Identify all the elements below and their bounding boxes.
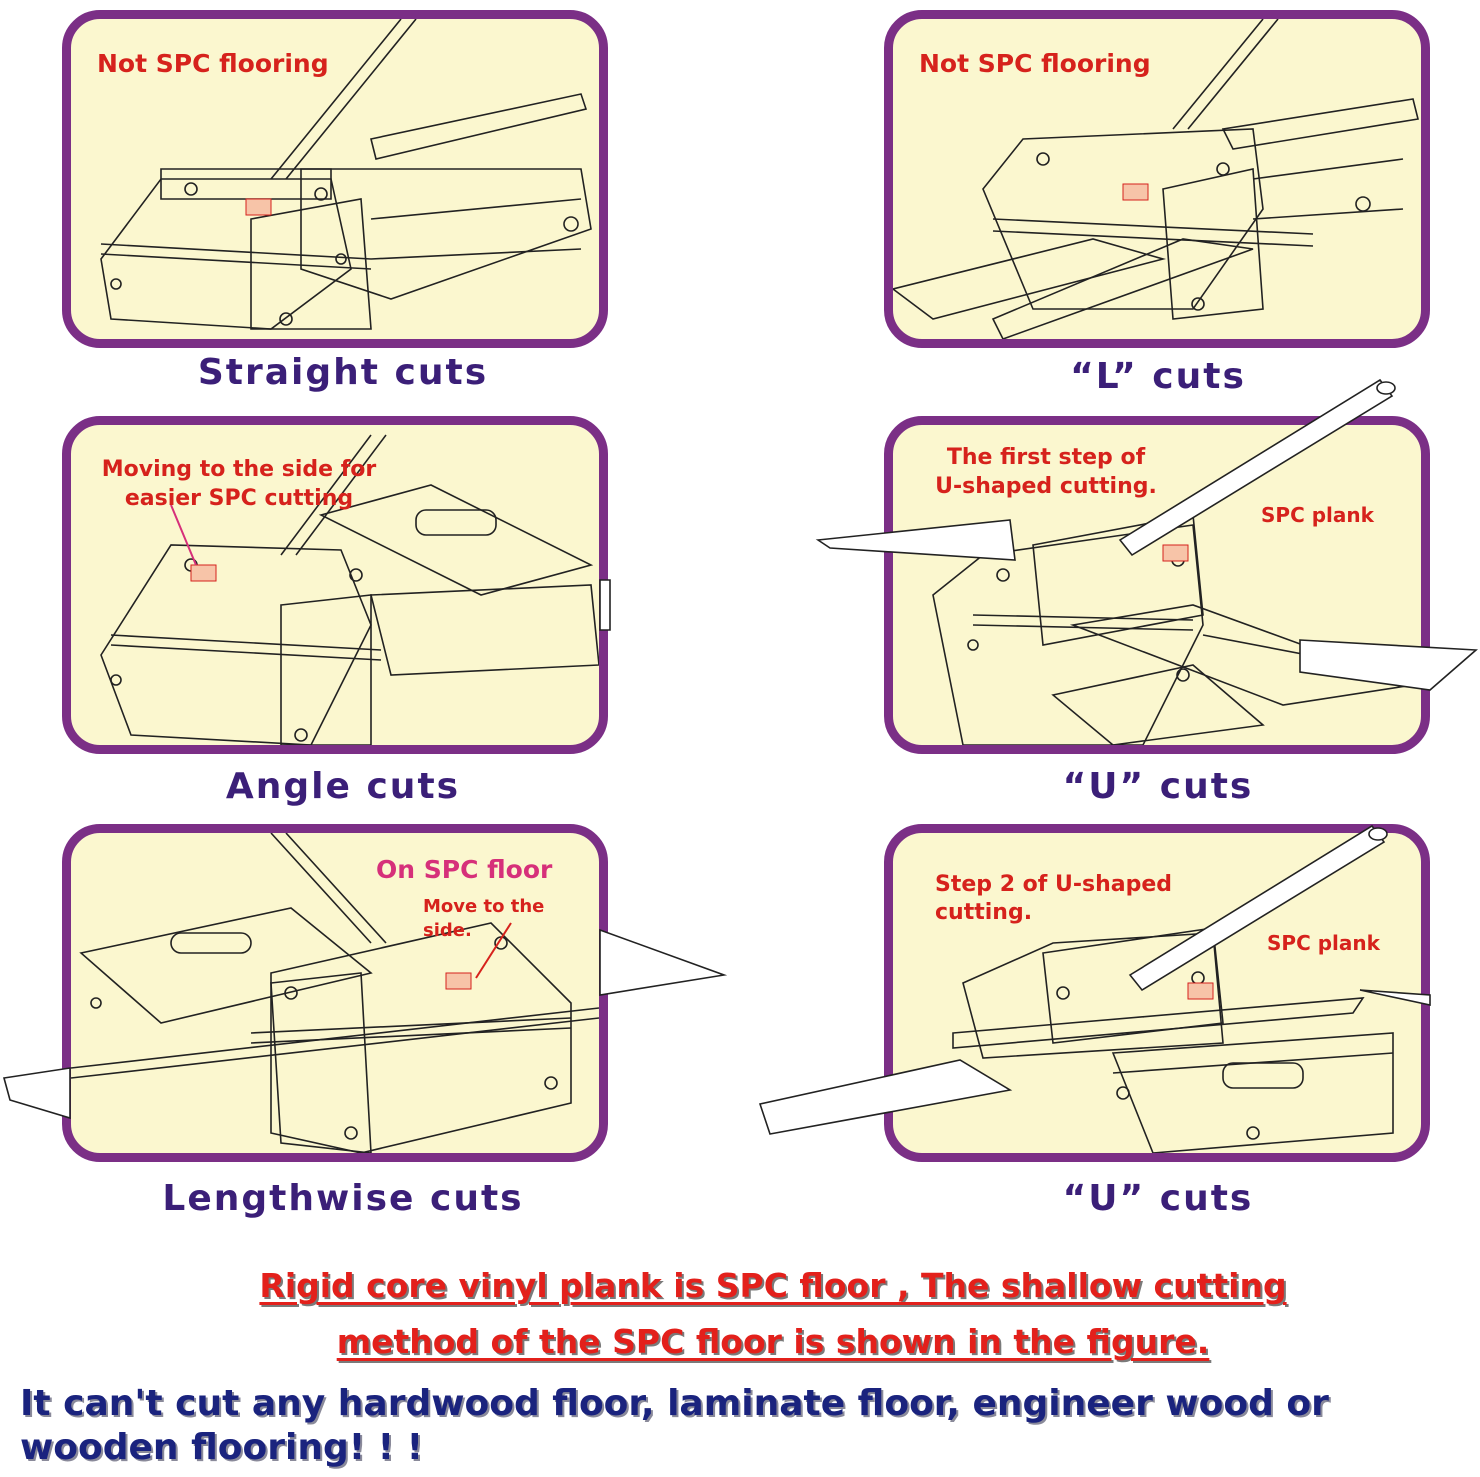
caption-angle-cuts: Angle cuts — [225, 766, 461, 807]
spc-plank-label: SPC plank — [1261, 503, 1374, 527]
panel-l-cuts: Not SPC flooring — [884, 10, 1430, 348]
warning-red-line2: method of the SPC floor is shown in the … — [336, 1322, 1210, 1361]
caption-u-cuts-1: “U” cuts — [1062, 766, 1254, 807]
panel-note: The first step of U-shaped cutting. — [935, 445, 1157, 499]
cutter-illustration — [71, 833, 599, 1153]
cutter-illustration — [71, 425, 599, 745]
panel-note: Moving to the side for easier SPC cuttin… — [101, 457, 377, 511]
panel-note: On SPC floor — [376, 855, 553, 884]
panel-note: Step 2 of U-shaped cutting. — [935, 872, 1173, 925]
caption-l-cuts: “L” cuts — [1070, 356, 1246, 397]
panel-note: Not SPC flooring — [97, 49, 329, 78]
warning-red-line1: Rigid core vinyl plank is SPC floor , Th… — [259, 1266, 1287, 1305]
cutter-illustration — [893, 19, 1421, 339]
panel-straight-cuts: Not SPC flooring — [62, 10, 608, 348]
panel-angle-cuts: Moving to the side for easier SPC cuttin… — [62, 416, 608, 754]
caption-lengthwise-cuts: Lengthwise cuts — [162, 1178, 524, 1219]
panel-u-cuts-step1: The first step of U-shaped cutting. SPC … — [884, 416, 1430, 754]
warning-blue: It can't cut any hardwood floor, laminat… — [20, 1383, 1329, 1468]
panel-subnote: Move to the side. — [423, 896, 545, 941]
caption-straight-cuts: Straight cuts — [197, 352, 489, 393]
caption-u-cuts-2: “U” cuts — [1062, 1178, 1254, 1219]
panel-lengthwise-cuts: On SPC floor Move to the side. — [62, 824, 608, 1162]
cutter-illustration — [71, 19, 599, 339]
spc-plank-label: SPC plank — [1267, 931, 1380, 955]
panel-u-cuts-step2: Step 2 of U-shaped cutting. SPC plank — [884, 824, 1430, 1162]
panel-note: Not SPC flooring — [919, 49, 1151, 78]
